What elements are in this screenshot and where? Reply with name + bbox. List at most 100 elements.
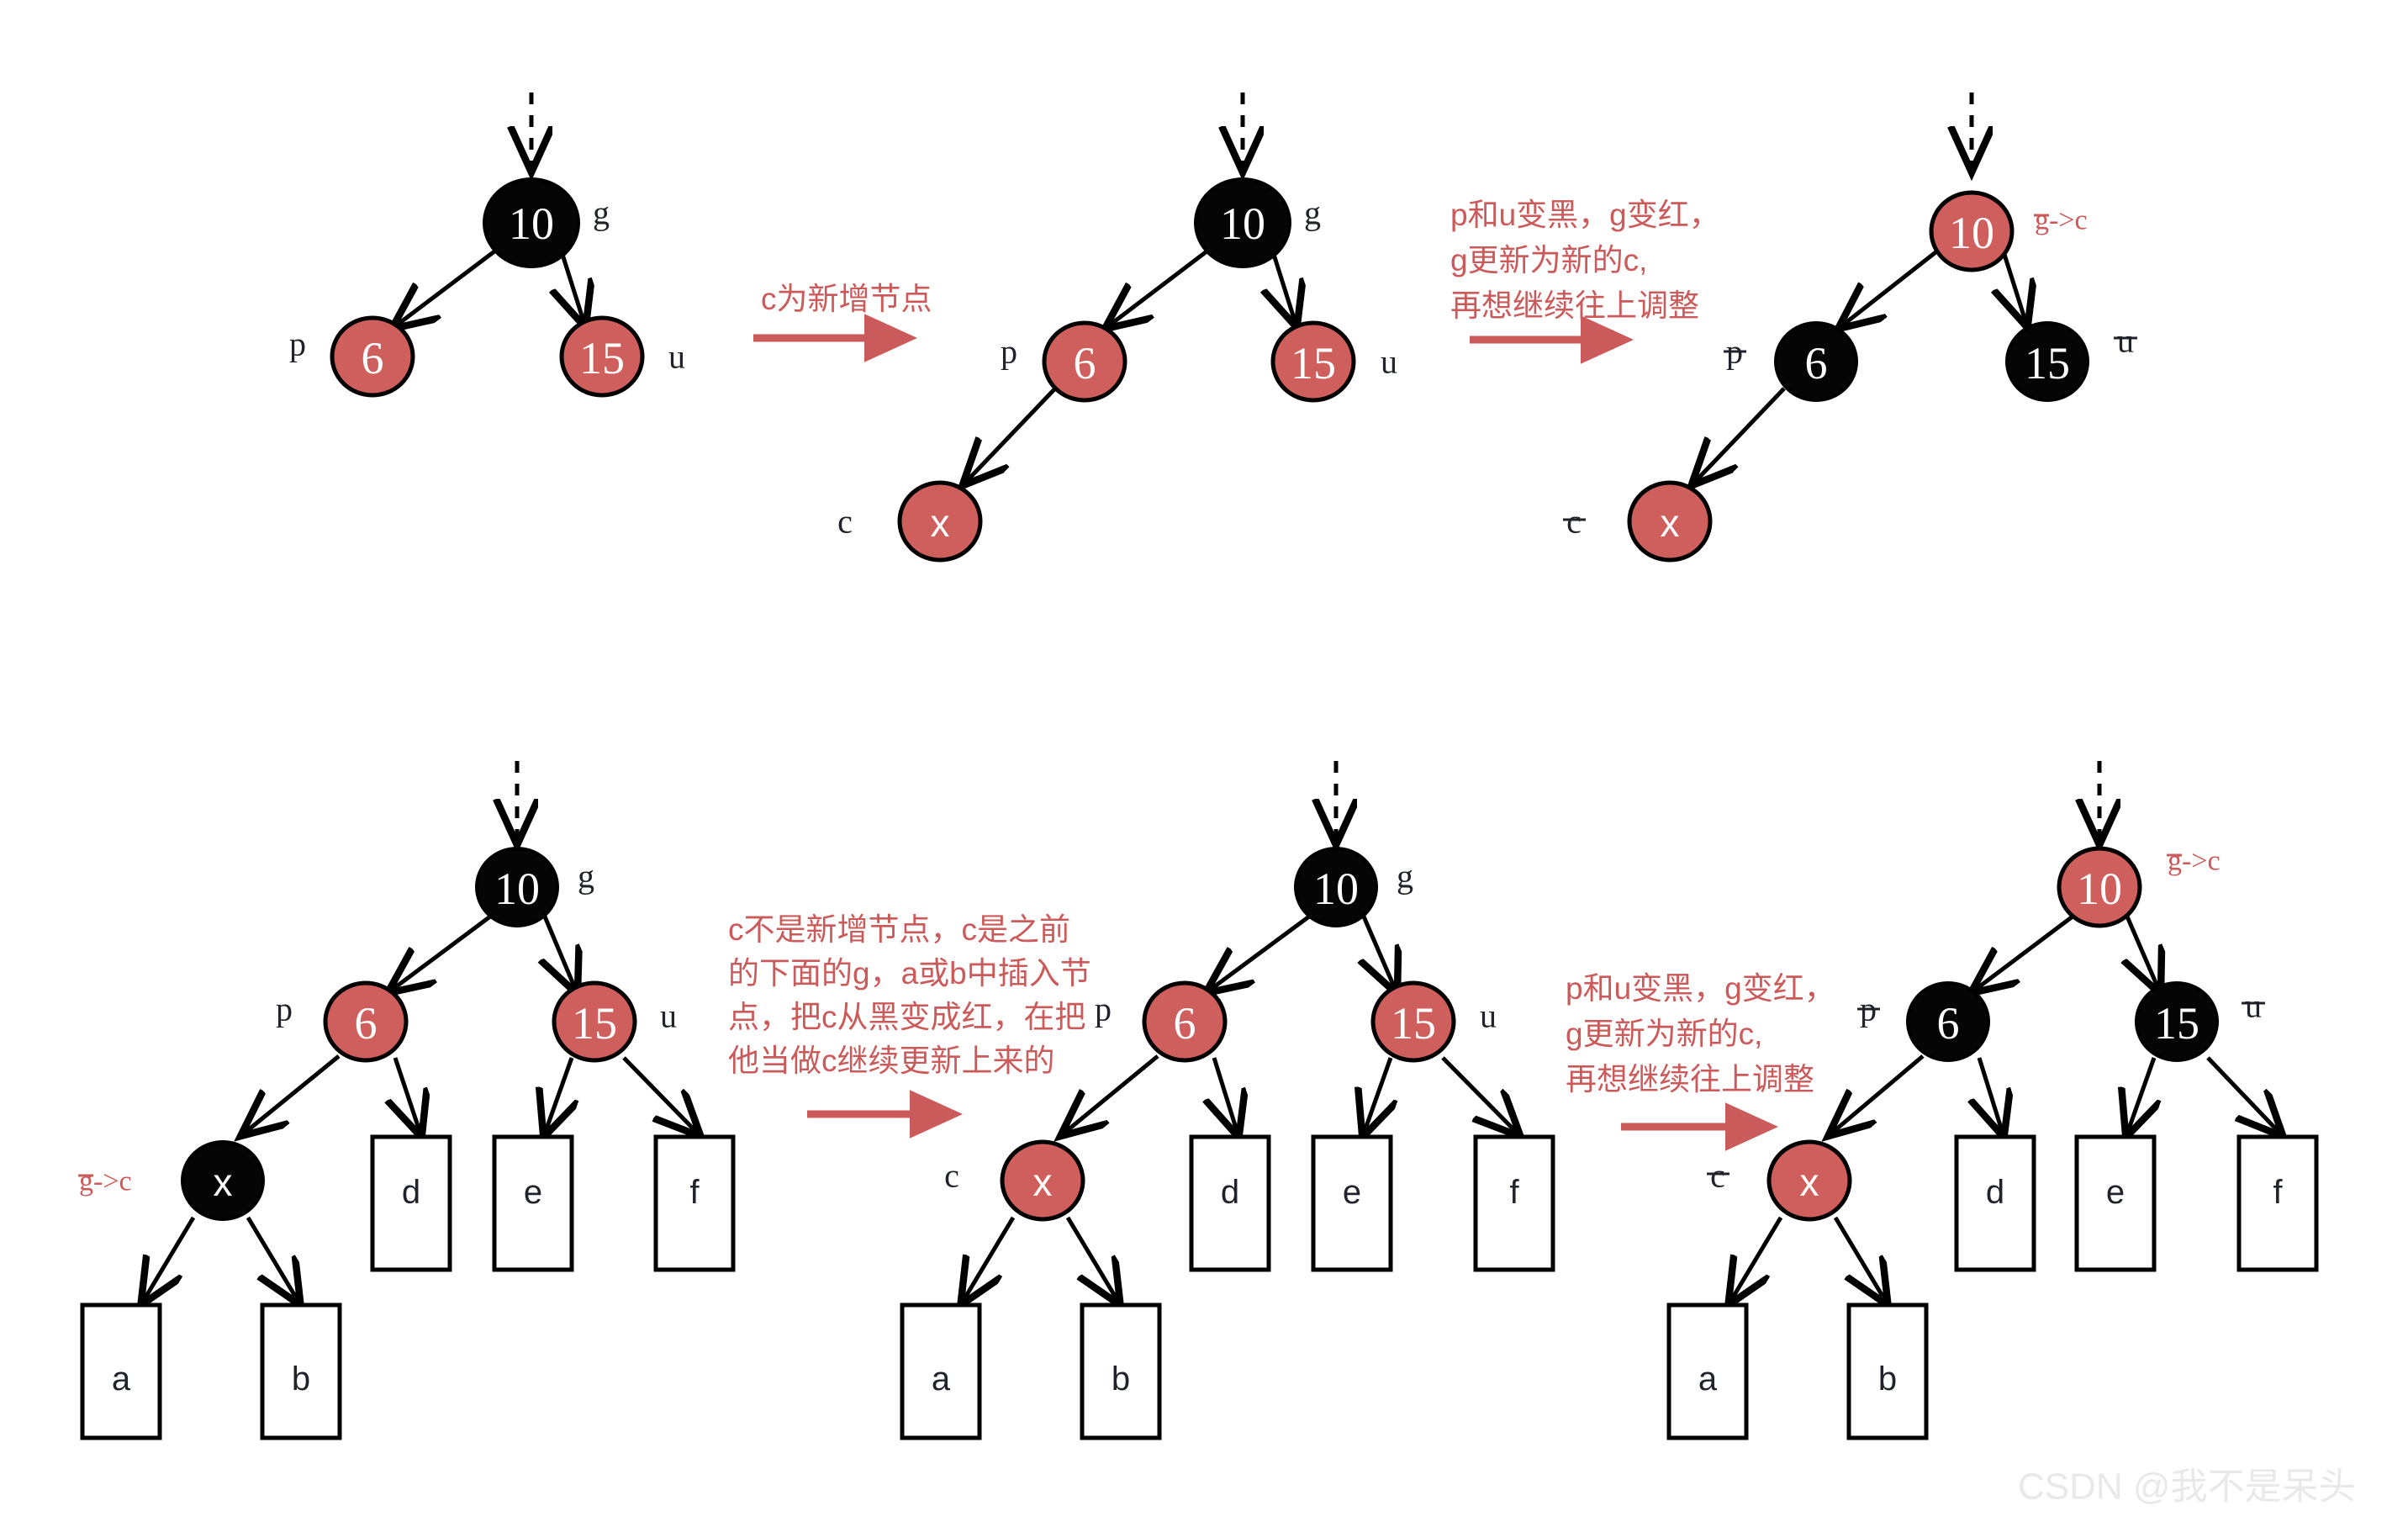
annotation-top-2-line-0: p和u变黑，g变红，: [1450, 198, 1720, 232]
leaf-label-a: a: [112, 1361, 131, 1398]
edge-g-p: [391, 914, 492, 991]
node-c[interactable]: [1766, 1139, 1852, 1222]
edge-u-e: [2127, 1057, 2154, 1133]
node-c-label-group: g->c: [78, 1166, 132, 1197]
node-c[interactable]: [1627, 480, 1713, 563]
leaf-box-e[interactable]: [2074, 1134, 2157, 1272]
node-g-label: g->c: [2035, 205, 2088, 236]
node-c-label-group: c: [1707, 1157, 1729, 1195]
leaf-label-f: f: [2273, 1174, 2283, 1211]
node-c[interactable]: [1000, 1139, 1085, 1222]
edge-p-c: [244, 1054, 341, 1133]
annotation-bottom-2-line-1: g更新为新的c,: [1566, 1017, 1762, 1051]
node-p[interactable]: [1142, 980, 1228, 1063]
node-u[interactable]: [559, 315, 645, 398]
edge-u-f: [2206, 1056, 2280, 1133]
node-u[interactable]: [1370, 980, 1456, 1063]
node-c-value: x: [931, 501, 950, 545]
node-p[interactable]: [323, 980, 409, 1063]
node-c-value: x: [214, 1160, 233, 1204]
leaf-box-d[interactable]: [1189, 1134, 1271, 1272]
node-u-label-group: u: [2114, 322, 2137, 360]
node-u-value: 15: [2154, 998, 2199, 1049]
edge-p-c: [1064, 1054, 1159, 1133]
node-c[interactable]: [181, 1140, 265, 1221]
node-c-value: x: [1800, 1160, 1819, 1204]
leaf-box-f[interactable]: [1473, 1134, 1555, 1272]
node-g-value: 10: [509, 198, 554, 249]
node-u-label: u: [660, 997, 677, 1035]
node-g-label: g: [1397, 858, 1413, 896]
tree-bottom-1: 10 g 6 p 15 u x g->c d e f a b: [78, 761, 736, 1440]
node-p[interactable]: [330, 315, 415, 398]
node-p[interactable]: [1774, 321, 1858, 402]
leaf-box-e[interactable]: [492, 1134, 574, 1272]
leaf-label-d: d: [1221, 1174, 1239, 1211]
leaf-box-d[interactable]: [1954, 1134, 2036, 1272]
node-u[interactable]: [1270, 320, 1356, 403]
node-p-value: 6: [362, 333, 384, 383]
edge-p-c: [1831, 1054, 1925, 1133]
leaf-label-b: b: [1878, 1361, 1897, 1398]
node-g-label-group: g->c: [2167, 846, 2221, 877]
node-g-label: g->c: [2168, 846, 2221, 877]
leaf-box-b[interactable]: [1846, 1302, 1929, 1440]
node-g-label: g: [1304, 194, 1321, 232]
node-u[interactable]: [552, 980, 637, 1063]
annotation-bottom-1-line-0: c不是新增节点，c是之前: [728, 912, 1070, 947]
edge-p-c: [1694, 387, 1786, 483]
node-g[interactable]: [1294, 847, 1378, 927]
node-p-value: 6: [1937, 998, 1960, 1049]
node-u-label: u: [2117, 322, 2134, 360]
leaf-box-a[interactable]: [80, 1302, 162, 1440]
node-g[interactable]: [475, 847, 559, 927]
leaf-box-d[interactable]: [370, 1134, 452, 1272]
node-g[interactable]: [2057, 846, 2142, 928]
leaf-box-b[interactable]: [1080, 1302, 1162, 1440]
node-p-label-group: p: [1724, 333, 1746, 371]
edge-g-u: [559, 243, 584, 324]
edge-g-u: [2127, 916, 2159, 991]
node-u[interactable]: [2135, 981, 2219, 1062]
edge-g-u: [545, 916, 576, 991]
node-p[interactable]: [1042, 320, 1127, 403]
node-p-label: p: [1001, 333, 1017, 371]
tree-bottom-3: 10 g->c 6 p 15 u x c d e f a b: [1666, 761, 2319, 1440]
leaf-box-f[interactable]: [653, 1134, 736, 1272]
node-g[interactable]: [483, 177, 580, 268]
annotation-bottom-2: p和u变黑，g变红， g更新为新的c, 再想继续往上调整: [1566, 971, 1835, 1151]
edge-p-d: [1214, 1057, 1238, 1133]
edge-c-b: [1065, 1216, 1118, 1302]
leaf-box-a[interactable]: [900, 1302, 982, 1440]
node-g-value: 10: [494, 864, 540, 914]
node-p[interactable]: [1906, 981, 1990, 1062]
edge-c-a: [1730, 1216, 1783, 1302]
leaf-box-a[interactable]: [1666, 1302, 1749, 1440]
edge-p-c: [965, 387, 1057, 483]
edge-g-p: [1209, 914, 1311, 991]
leaf-label-a: a: [932, 1361, 951, 1398]
node-g-value: 10: [1949, 208, 1994, 258]
node-c-label: c: [944, 1157, 959, 1195]
node-g-label: g: [593, 194, 610, 232]
annotation-top-2: p和u变黑，g变红， g更新为新的c, 再想继续往上调整: [1450, 198, 1720, 364]
annotation-bottom-1: c不是新增节点，c是之前 的下面的g，a或b中插入节 点，把c从黑变成红，在把 …: [728, 912, 1091, 1139]
leaf-box-e[interactable]: [1311, 1134, 1393, 1272]
tree-top-1: 10 g 6 p 15 u: [289, 92, 685, 398]
node-g[interactable]: [1929, 190, 2015, 272]
node-g[interactable]: [1194, 177, 1291, 268]
leaf-box-b[interactable]: [260, 1302, 342, 1440]
leaf-box-f[interactable]: [2236, 1134, 2319, 1272]
node-u[interactable]: [2005, 321, 2089, 402]
node-u-label: u: [668, 338, 685, 376]
annotation-bottom-2-line-2: 再想继续往上调整: [1566, 1062, 1814, 1096]
node-u-label: u: [2245, 987, 2262, 1025]
node-p-label: p: [276, 991, 293, 1028]
leaf-label-f: f: [689, 1174, 700, 1211]
edge-g-p: [1108, 242, 1218, 326]
edge-p-d: [1979, 1057, 2003, 1133]
node-c[interactable]: [897, 480, 983, 563]
leaf-label-e: e: [524, 1174, 542, 1211]
node-u-value: 15: [2025, 338, 2070, 388]
